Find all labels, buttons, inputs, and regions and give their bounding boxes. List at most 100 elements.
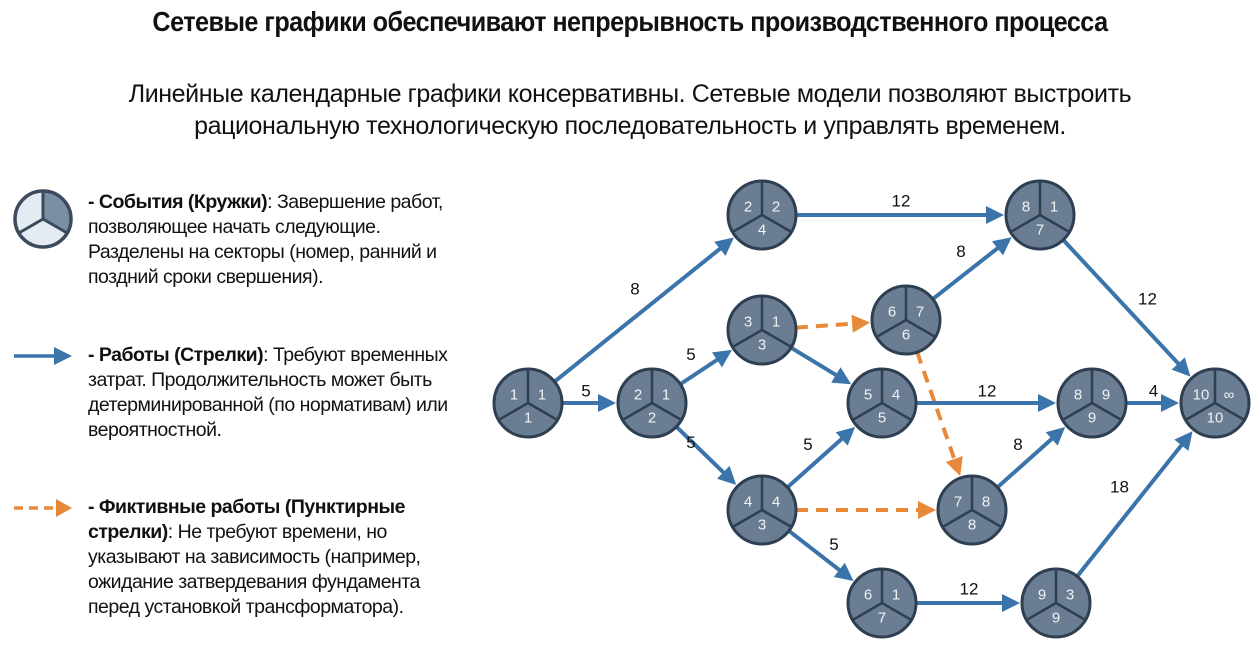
dashed-arrow-icon — [14, 499, 72, 517]
work-duration-label: 4 — [1149, 382, 1158, 401]
work-duration-label: 5 — [686, 345, 695, 364]
legend-text-dummy-works: - Фиктивные работы (Пунктирные стрелки):… — [88, 495, 468, 620]
dummy-work-arrow — [795, 314, 871, 333]
work-duration-label: 5 — [581, 382, 590, 401]
event-bottom-sector-value: 5 — [878, 410, 886, 427]
work-arrow: 12 — [796, 192, 1004, 224]
event-right-sector-value: 1 — [772, 314, 780, 331]
legend-term: - Работы (Стрелки) — [88, 344, 264, 366]
event-left-sector-value: 6 — [888, 304, 896, 321]
arrowhead-icon — [1002, 594, 1020, 612]
work-duration-label: 5 — [686, 433, 695, 452]
arrowhead-icon — [712, 349, 733, 368]
event-left-sector-value: 8 — [1074, 387, 1082, 404]
event-left-sector-value: 8 — [1022, 199, 1030, 216]
event-right-sector-value: 1 — [662, 387, 670, 404]
work-arrow: 5 — [786, 426, 856, 489]
arrowhead-icon — [598, 394, 616, 412]
legend-description: : Не требуют времени, но указывают на за… — [88, 521, 421, 618]
arrowhead-icon — [918, 501, 936, 519]
work-duration-label: 5 — [803, 435, 812, 454]
arrowhead-icon — [986, 206, 1004, 224]
work-arrow: 5 — [787, 529, 854, 581]
event-right-sector-value: ∞ — [1224, 387, 1235, 404]
arrowhead-icon — [945, 456, 963, 476]
arrow-line — [996, 436, 1055, 489]
arrow-line — [787, 529, 843, 573]
event-right-sector-value: 8 — [982, 494, 990, 511]
work-duration-label: 8 — [1013, 435, 1022, 454]
arrow-line — [790, 345, 839, 378]
work-duration-label: 12 — [978, 382, 997, 401]
event-left-sector-value: 5 — [864, 387, 872, 404]
legend-text-works: - Работы (Стрелки): Требуют временных за… — [88, 343, 468, 443]
event-left-sector-value: 4 — [744, 494, 752, 511]
event-bottom-sector-value: 9 — [1088, 410, 1096, 427]
arrowhead-icon — [1174, 431, 1193, 451]
work-arrow: 12 — [916, 382, 1056, 412]
event-bottom-sector-value: 6 — [902, 327, 910, 344]
arrow-line — [931, 245, 1001, 301]
work-duration-label: 8 — [956, 242, 965, 261]
work-arrow — [790, 345, 852, 385]
event-left-sector-value: 3 — [744, 314, 752, 331]
arrowhead-icon — [717, 465, 737, 485]
arrow-line — [553, 246, 723, 384]
arrow-line — [786, 436, 845, 489]
work-arrow: 5 — [679, 345, 733, 386]
dummy-work-arrow — [915, 351, 963, 476]
work-duration-label: 8 — [630, 280, 639, 299]
work-duration-label: 12 — [960, 580, 979, 599]
event-bottom-sector-value: 7 — [878, 610, 886, 627]
arrowhead-icon — [714, 237, 734, 256]
event-bottom-sector-value: 2 — [648, 410, 656, 427]
event-bottom-sector-value: 3 — [758, 337, 766, 354]
event-left-sector-value: 10 — [1193, 387, 1210, 404]
work-arrow: 12 — [1061, 238, 1191, 377]
event-right-sector-value: 3 — [1066, 587, 1074, 604]
work-arrow: 8 — [931, 237, 1012, 301]
event-node: 10∞10 — [1179, 367, 1251, 439]
event-right-sector-value: 1 — [1050, 199, 1058, 216]
event-right-sector-value: 2 — [772, 199, 780, 216]
work-duration-label: 5 — [829, 535, 838, 554]
event-left-sector-value: 7 — [954, 494, 962, 511]
event-right-sector-value: 4 — [772, 494, 780, 511]
page-subtitle: Линейные календарные графики консерватив… — [128, 80, 1132, 140]
event-bottom-sector-value: 1 — [524, 410, 532, 427]
work-arrow: 8 — [553, 237, 734, 384]
arrowhead-icon — [1161, 394, 1179, 412]
work-arrow: 5 — [674, 425, 737, 485]
arrow-line — [795, 321, 855, 330]
legend-term: - События (Кружки) — [88, 191, 268, 213]
solid-arrow-icon — [14, 347, 72, 365]
event-bottom-sector-value: 4 — [758, 222, 766, 239]
event-bottom-sector-value: 7 — [1036, 222, 1044, 239]
event-right-sector-value: 1 — [892, 587, 900, 604]
work-arrow: 8 — [996, 426, 1066, 489]
arrowhead-icon — [851, 314, 871, 333]
event-node: 8 17 — [1004, 179, 1076, 251]
arrow-line — [674, 425, 727, 476]
work-duration-label: 12 — [892, 192, 911, 211]
legend-description: : Требуют временных затрат. Продолжитель… — [88, 344, 448, 441]
arrow-line — [1075, 442, 1185, 578]
event-left-sector-value: 9 — [1038, 587, 1046, 604]
event-bottom-sector-value: 9 — [1052, 610, 1060, 627]
work-arrow: 4 — [1126, 382, 1179, 412]
work-duration-label: 12 — [1138, 290, 1157, 309]
arrowhead-icon — [833, 562, 854, 581]
arrow-line — [915, 351, 957, 462]
arrow-line — [1061, 238, 1182, 367]
event-bottom-sector-value: 10 — [1207, 410, 1224, 427]
legend-text-events: - События (Кружки): Завершение работ, по… — [88, 190, 468, 290]
arrowhead-icon — [835, 426, 856, 446]
arrowhead-icon — [991, 237, 1012, 256]
